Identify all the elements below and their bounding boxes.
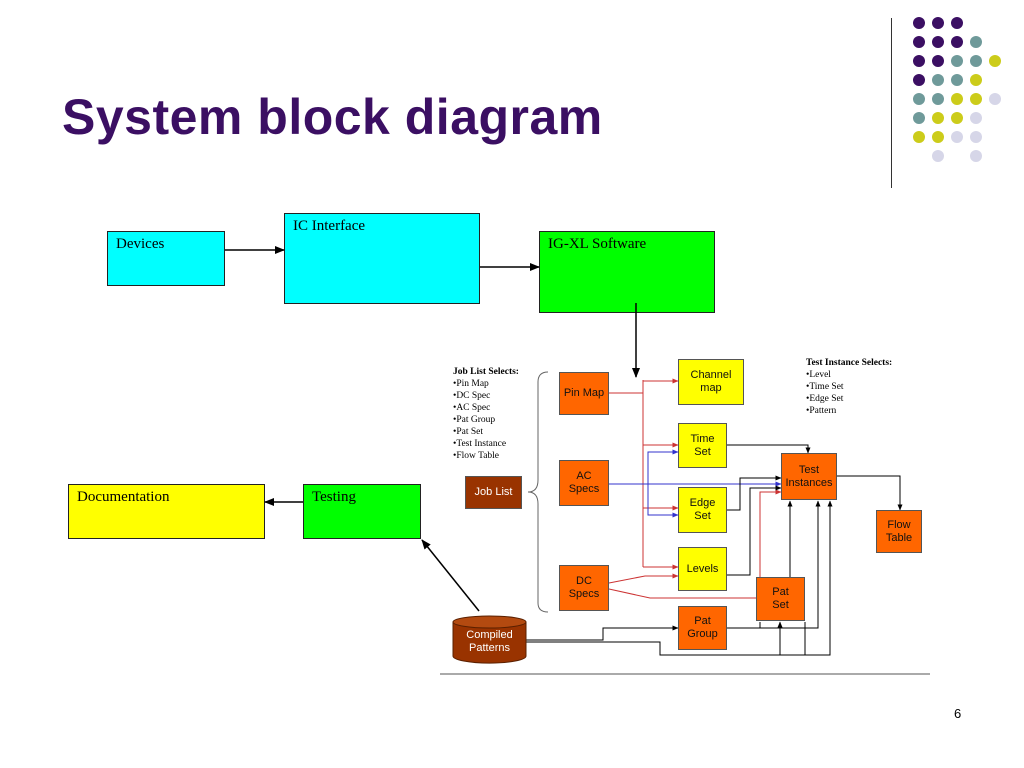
list-item: •Pat Set [453,427,483,437]
pat-set-box: Pat Set [756,577,805,621]
list-item: •DC Spec [453,391,491,401]
page-title: System block diagram [62,89,603,145]
test-instance-selects-note: Test Instance Selects: •Level •Time Set … [806,357,926,417]
compiled-patterns-cylinder [452,615,527,664]
list-item: •Test Instance [453,439,507,449]
ic-interface-block: IC Interface [284,213,480,304]
job-list-selects-heading: Job List Selects: [453,367,519,377]
test-instance-selects-heading: Test Instance Selects: [806,358,893,368]
pin-map-box: Pin Map [559,372,609,415]
test-instances-box: Test Instances [781,453,837,500]
list-item: •Flow Table [453,451,500,461]
dc-specs-box: DC Specs [559,565,609,611]
list-item: •AC Spec [453,403,491,413]
edge-set-box: Edge Set [678,487,727,533]
slide-number: 6 [954,706,962,721]
time-set-box: Time Set [678,423,727,468]
documentation-block: Documentation [68,484,265,539]
job-list-box: Job List [465,476,522,509]
list-item: •Pin Map [453,379,489,389]
divider-line [891,18,892,188]
levels-box: Levels [678,547,727,591]
igxl-software-block: IG-XL Software [539,231,715,313]
ac-specs-box: AC Specs [559,460,609,506]
channel-map-box: Channel map [678,359,744,405]
job-list-selects-note: Job List Selects: •Pin Map •DC Spec •AC … [453,366,543,462]
list-item: •Pat Group [453,415,496,425]
list-item: •Edge Set [806,394,844,404]
pat-group-box: Pat Group [678,606,727,650]
decorative-dot-grid [913,17,1001,162]
list-item: •Level [806,370,831,380]
flow-table-box: Flow Table [876,510,922,553]
devices-block: Devices [107,231,225,286]
list-item: •Time Set [806,382,844,392]
list-item: •Pattern [806,406,837,416]
compiled-patterns-label: Compiled Patterns [466,629,513,654]
testing-block: Testing [303,484,421,539]
